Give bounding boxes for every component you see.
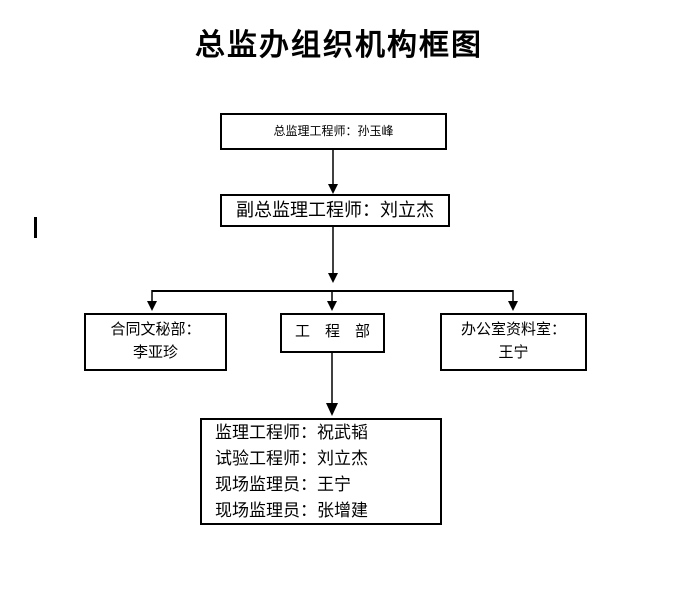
staff-line: 试验工程师：刘立杰 [215,448,368,468]
page-title: 总监办组织机构框图 [195,29,483,62]
text-cursor [34,217,37,238]
staff-line: 监理工程师：祝武韬 [215,422,368,442]
arrowhead-bar [328,273,338,283]
arrowhead-engineering [327,301,337,311]
node-chief-engineer[interactable]: 总监理工程师：孙玉峰 [220,113,447,150]
node-label: 总监理工程师：孙玉峰 [273,124,394,139]
node-staff-list[interactable]: 监理工程师：祝武韬 试验工程师：刘立杰 现场监理员：王宁 现场监理员：张增建 [200,418,442,525]
staff-line: 现场监理员：王宁 [215,474,351,494]
node-label-line: 李亚珍 [132,345,178,361]
node-label: 工 程 部 [294,324,370,341]
staff-line: 现场监理员：张增建 [215,500,368,520]
arrowhead-contract [147,301,157,311]
arrowhead-office [508,301,518,311]
node-label-line: 合同文秘部： [110,321,201,338]
arrowhead-staff [326,403,338,416]
node-label-line: 王宁 [498,345,529,361]
node-deputy-chief-engineer[interactable]: 副总监理工程师：刘立杰 [220,194,450,227]
node-label: 副总监理工程师：刘立杰 [236,199,434,220]
node-label-line: 办公室资料室： [460,321,566,338]
arrowhead-deputy [328,184,338,194]
node-engineering-dept[interactable]: 工 程 部 [280,313,385,353]
node-office-archive-room[interactable]: 办公室资料室： 王宁 [440,313,587,371]
node-contract-secretary-dept[interactable]: 合同文秘部： 李亚珍 [84,313,227,371]
